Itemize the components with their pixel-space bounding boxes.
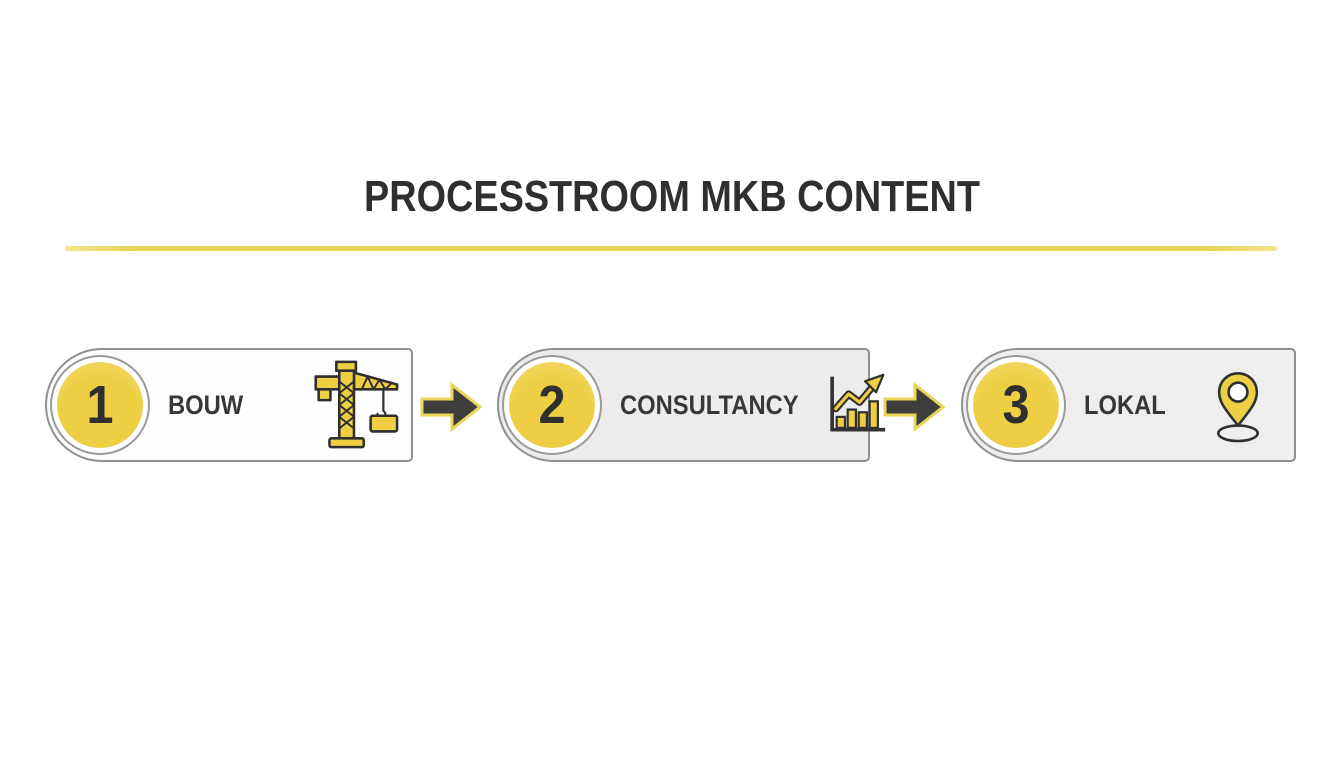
process-step-card-consultancy: 2 CONSULTANCY — [497, 348, 886, 462]
step-number: 3 — [1002, 375, 1030, 435]
step-number: 1 — [86, 375, 114, 435]
step-number: 2 — [538, 375, 566, 435]
step-number-badge: 3 — [973, 362, 1059, 448]
step-label: BOUW — [168, 389, 244, 420]
step-label: LOKAL — [1084, 389, 1166, 420]
crane-icon — [303, 359, 401, 451]
step-number-ring: 1 — [50, 355, 150, 455]
arrow-right-icon — [420, 379, 483, 435]
step-label: CONSULTANCY — [620, 389, 799, 420]
page-title: PROCESSTROOM MKB CONTENT — [364, 172, 980, 221]
step-number-badge: 1 — [57, 362, 143, 448]
bar-chart-growth-icon — [823, 373, 887, 437]
process-step-card-bouw: 1 BOUW — [45, 348, 413, 462]
step-number-badge: 2 — [509, 362, 595, 448]
title-underline-divider — [65, 246, 1277, 251]
step-number-ring: 2 — [502, 355, 602, 455]
step-number-ring: 3 — [966, 355, 1066, 455]
process-step-card-lokal: 3 LOKAL — [961, 348, 1296, 462]
location-pin-icon — [1208, 361, 1268, 449]
arrow-right-icon — [883, 379, 946, 435]
